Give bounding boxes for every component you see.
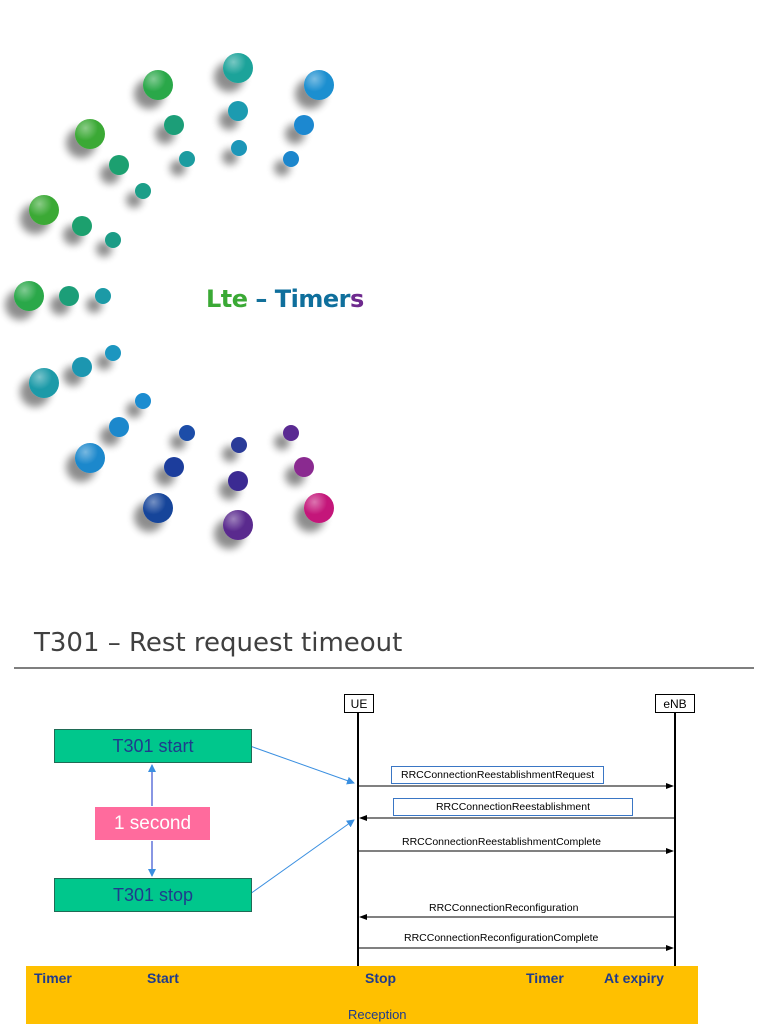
section-title: T301 – Rest request timeout: [34, 628, 403, 658]
msg-label-3: RRCConnectionReestablishmentComplete: [402, 836, 602, 848]
msg-label-2: RRCConnectionReestablishment: [393, 798, 633, 816]
title-word-lte: Lte: [206, 285, 248, 313]
timer-stop-box: T301 stop: [54, 878, 252, 912]
title-word-timers: Timers: [274, 285, 365, 313]
stop-pointer-arrow: [249, 819, 355, 895]
timer-start-box: T301 start: [54, 729, 252, 763]
title-letter-s: s: [349, 285, 364, 313]
duration-box: 1 second: [95, 807, 210, 840]
slide-title: Lte – Timers: [206, 285, 364, 313]
table-header-start: Start: [147, 970, 179, 986]
table-header-stop: Stop: [365, 970, 397, 986]
timer-table-header: Timer Start Stop Timer At expiry Recepti…: [26, 966, 698, 1024]
table-header-timer: Timer: [34, 970, 72, 986]
table-header-timer-value: Timer: [526, 970, 564, 986]
table-header-at-expiry: At expiry: [604, 970, 664, 986]
sequence-diagram-lines: [148, 712, 676, 966]
title-separator: –: [247, 285, 275, 313]
enb-entity: eNB: [655, 694, 695, 713]
ue-entity: UE: [344, 694, 374, 713]
msg-label-4: RRCConnectionReconfiguration: [429, 902, 579, 914]
decorative-dot-arc: [14, 53, 334, 540]
msg-label-1: RRCConnectionReestablishmentRequest: [391, 766, 605, 784]
table-cell-reception: Reception: [348, 1007, 407, 1022]
title-word-timer: Timer: [274, 285, 351, 313]
msg-label-5: RRCConnectionReconfigurationComplete: [404, 932, 599, 944]
start-pointer-arrow: [249, 745, 355, 785]
title-divider: [14, 667, 754, 669]
